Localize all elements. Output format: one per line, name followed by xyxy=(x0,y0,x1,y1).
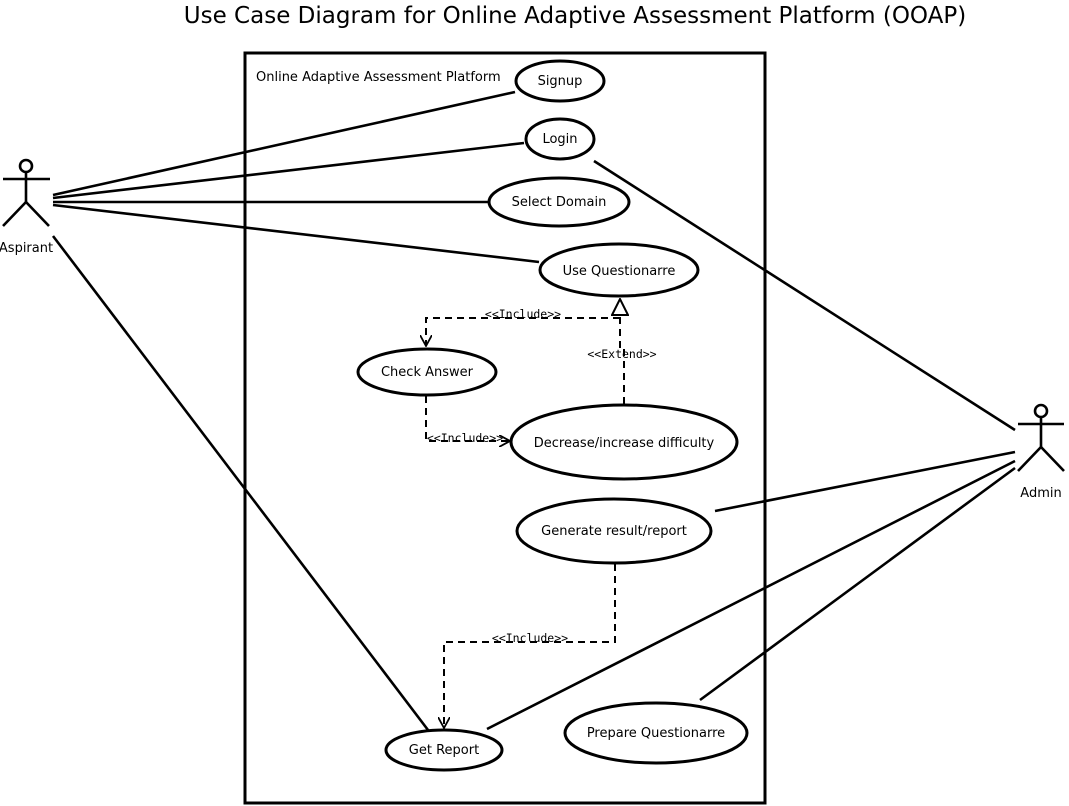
admin-prepare-questionnaire-link xyxy=(699,466,1016,702)
admin-get-report-link xyxy=(486,459,1016,731)
use-case-get-report[interactable]: Get Report xyxy=(384,728,504,772)
use-case-prepare-questionnaire-label: Prepare Questionarre xyxy=(587,726,725,741)
aspirant-login-link xyxy=(52,141,525,200)
actor-aspirant-label: Aspirant xyxy=(0,241,53,256)
diagram-title: Use Case Diagram for Online Adaptive Ass… xyxy=(184,3,966,29)
use-case-get-report-label: Get Report xyxy=(409,743,479,758)
include-difficulty-arrow xyxy=(425,396,510,441)
use-case-generate-report[interactable]: Generate result/report xyxy=(515,497,713,565)
aspirant-stick-figure-icon xyxy=(2,158,50,227)
use-case-use-questionnaire-label: Use Questionarre xyxy=(563,264,676,279)
actor-admin[interactable]: Admin xyxy=(1017,403,1065,501)
admin-stick-figure-icon xyxy=(1017,403,1065,472)
use-case-prepare-questionnaire[interactable]: Prepare Questionarre xyxy=(563,701,749,765)
use-case-select-domain-label: Select Domain xyxy=(512,195,607,210)
include-check-answer-arrow xyxy=(426,317,620,346)
include-label-1: <<Include>> xyxy=(485,307,561,321)
aspirant-get-report-link xyxy=(51,235,430,731)
actor-admin-label: Admin xyxy=(1020,486,1061,501)
use-case-login-label: Login xyxy=(542,132,577,147)
use-case-use-questionnaire[interactable]: Use Questionarre xyxy=(538,242,700,298)
use-case-signup-label: Signup xyxy=(538,74,583,89)
extend-arrow xyxy=(620,299,624,404)
admin-associations xyxy=(486,159,1016,731)
actor-aspirant[interactable]: Aspirant xyxy=(0,158,53,256)
use-case-check-answer-label: Check Answer xyxy=(381,365,474,380)
admin-login-link xyxy=(593,159,1016,432)
extend-label: <<Extend>> xyxy=(587,347,656,361)
aspirant-associations xyxy=(51,90,540,731)
use-case-login[interactable]: Login xyxy=(524,117,596,161)
use-case-difficulty-label: Decrease/increase difficulty xyxy=(534,436,715,451)
include-label-2: <<Include>> xyxy=(427,431,503,445)
aspirant-signup-link xyxy=(52,90,516,197)
use-case-signup[interactable]: Signup xyxy=(514,59,606,103)
system-boundary xyxy=(243,51,767,805)
system-boundary-label: Online Adaptive Assessment Platform xyxy=(256,70,501,85)
use-case-generate-report-label: Generate result/report xyxy=(541,524,687,539)
include-get-report-arrow xyxy=(444,564,616,728)
use-case-select-domain[interactable]: Select Domain xyxy=(487,176,631,228)
aspirant-use-questionnaire-link xyxy=(52,203,540,264)
include-label-3: <<Include>> xyxy=(492,631,568,645)
use-case-difficulty[interactable]: Decrease/increase difficulty xyxy=(509,403,739,481)
use-case-check-answer[interactable]: Check Answer xyxy=(356,347,498,397)
admin-generate-report-link xyxy=(714,450,1016,513)
